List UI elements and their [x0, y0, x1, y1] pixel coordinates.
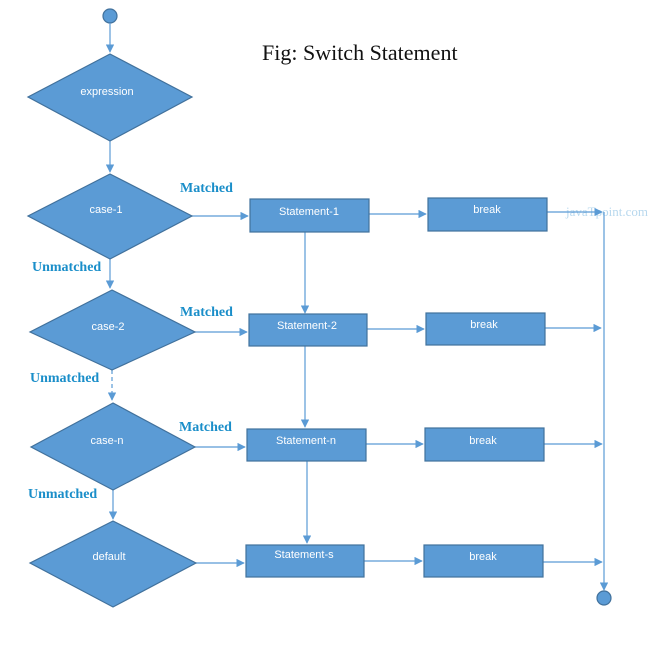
break-2-label: break [470, 319, 498, 331]
case1-diamond: case-1 [26, 173, 194, 260]
default-label: default [92, 551, 125, 563]
default-diamond: default [28, 520, 198, 608]
statement-1-label: Statement-1 [279, 206, 339, 218]
statement-n-label: Statement-n [276, 435, 336, 447]
break-n-box: break [424, 427, 545, 462]
casen-label: case-n [90, 435, 123, 447]
matched-label-n: Matched [179, 420, 232, 435]
expression-diamond: expression [26, 53, 194, 142]
expression-label: expression [80, 86, 133, 98]
case2-diamond: case-2 [28, 289, 197, 371]
unmatched-label-n: Unmatched [28, 487, 97, 502]
watermark-text: javaTpoint.com [565, 204, 648, 219]
statement-s-box: Statement-s [245, 544, 365, 578]
break-s-box: break [423, 544, 544, 578]
end-node [596, 590, 612, 606]
break-1-box: break [427, 197, 548, 232]
statement-1-box: Statement-1 [249, 198, 370, 233]
statement-n-box: Statement-n [246, 428, 367, 462]
break-s-label: break [469, 551, 497, 563]
statement-s-label: Statement-s [274, 549, 334, 561]
statement-2-box: Statement-2 [248, 313, 368, 347]
break-n-label: break [469, 435, 497, 447]
unmatched-label-2: Unmatched [30, 371, 99, 386]
matched-label-2: Matched [180, 305, 233, 320]
statement-2-label: Statement-2 [277, 320, 337, 332]
diagram-title: Fig: Switch Statement [262, 40, 458, 65]
case1-label: case-1 [89, 204, 122, 216]
start-node [102, 8, 118, 24]
unmatched-label-1: Unmatched [32, 260, 101, 275]
case2-label: case-2 [91, 321, 124, 333]
break-1-label: break [473, 204, 501, 216]
break-2-box: break [425, 312, 546, 346]
casen-diamond: case-n [29, 402, 197, 491]
matched-label-1: Matched [180, 181, 233, 196]
